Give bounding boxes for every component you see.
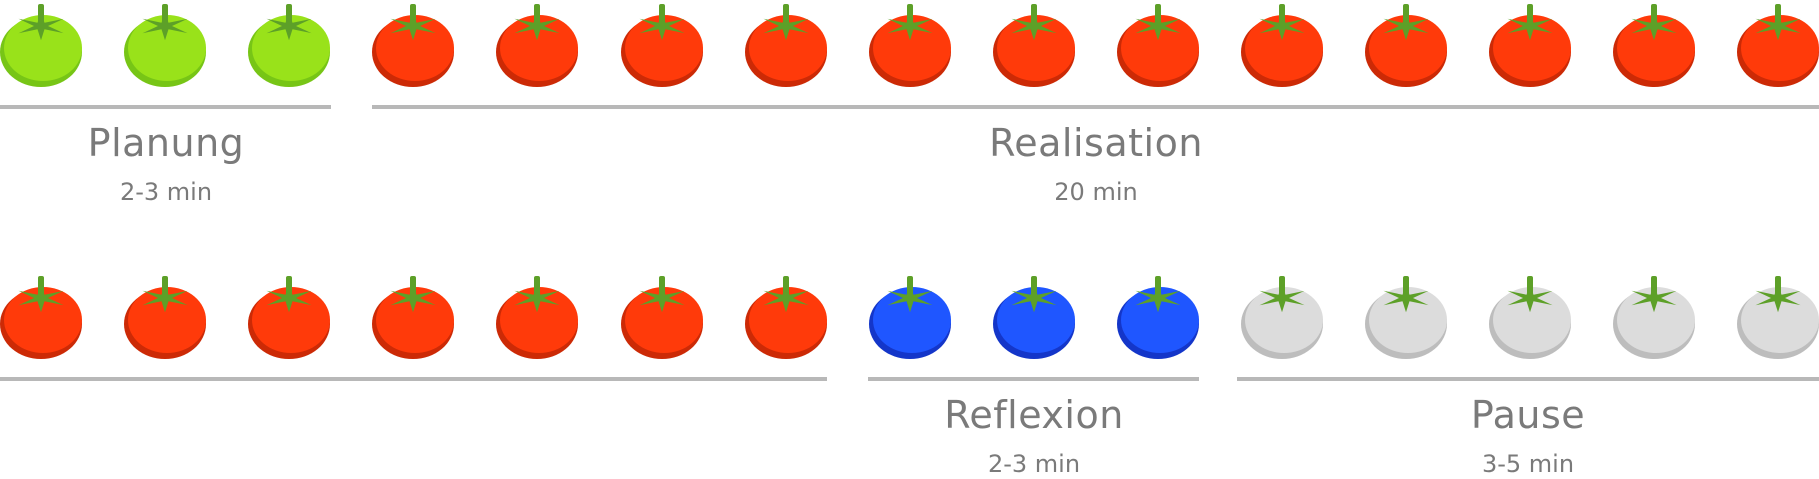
planung-tomato-icon [248, 4, 331, 87]
realisation-tomato-icon [496, 4, 579, 87]
realisation-tomato-icon [1613, 4, 1696, 87]
realisation-tomato-icon [0, 276, 82, 359]
realisation-tomato-icon [992, 4, 1075, 87]
planung-duration: 2-3 min [119, 178, 213, 206]
realisation-tomato-icon [372, 276, 455, 359]
pause-tomato-icon [1737, 276, 1819, 359]
realisation-duration: 20 min [1054, 178, 1138, 206]
realisation-tomato-icon [372, 4, 455, 87]
pause-bar [1237, 377, 1819, 381]
realisation-label: Realisation [989, 121, 1203, 165]
pause-tomato-icon [1613, 276, 1696, 359]
planung-tomato-icon [124, 4, 207, 87]
realisation-tomato-icon [248, 276, 331, 359]
realisation-tomato-icon [1241, 4, 1323, 87]
realisation-tomato-icon [1116, 4, 1199, 87]
pause-tomato-icon [1241, 276, 1323, 359]
pause-label: Pause [1470, 393, 1586, 437]
pause-tomato-icon [1489, 276, 1572, 359]
reflexion-tomato-icon [992, 276, 1075, 359]
realisation-bar-row-1 [372, 105, 1819, 109]
realisation-tomato-icon [744, 276, 827, 359]
realisation-tomato-icon [868, 4, 951, 87]
realisation-tomato-icon [620, 276, 703, 359]
realisation-tomato-icon [1365, 4, 1448, 87]
realisation-tomato-icon [744, 4, 827, 87]
realisation-tomato-icon [620, 4, 703, 87]
pause-tomato-icon [1365, 276, 1448, 359]
planung-tomato-icon [0, 4, 82, 87]
realisation-bar-row-2 [0, 377, 827, 381]
reflexion-label: Reflexion [944, 393, 1124, 437]
planung-bar [0, 105, 331, 109]
reflexion-bar [868, 377, 1199, 381]
realisation-tomato-icon [1489, 4, 1572, 87]
reflexion-tomato-icon [1116, 276, 1199, 359]
realisation-tomato-icon [1737, 4, 1819, 87]
planung-label: Planung [87, 121, 245, 165]
realisation-tomato-icon [496, 276, 579, 359]
reflexion-duration: 2-3 min [987, 450, 1081, 478]
reflexion-tomato-icon [868, 276, 951, 359]
pause-duration: 3-5 min [1481, 450, 1575, 478]
realisation-tomato-icon [124, 276, 207, 359]
